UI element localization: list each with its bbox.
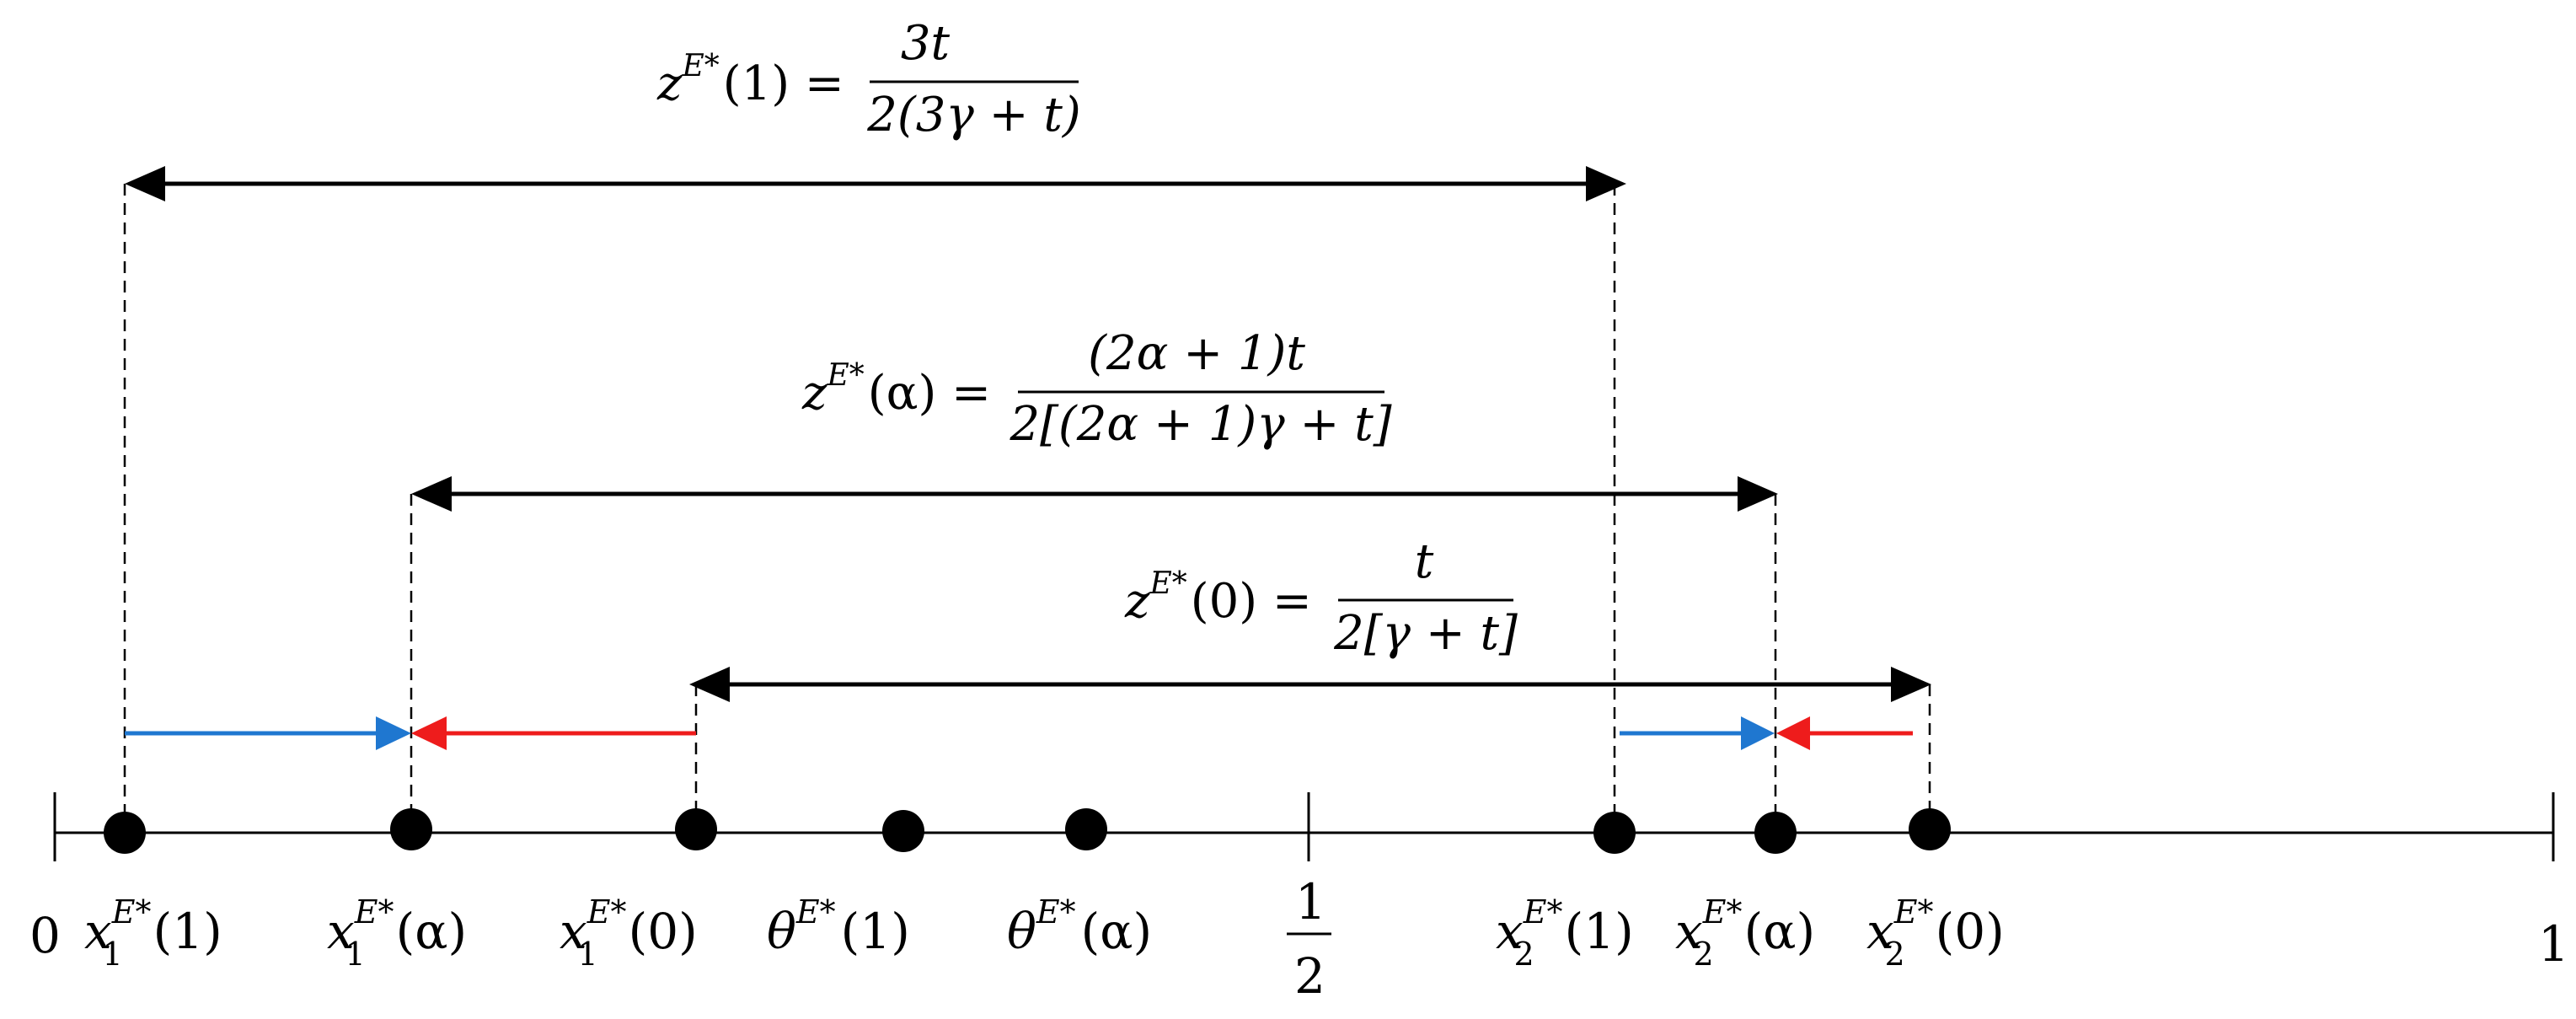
arrowhead-right bbox=[1586, 166, 1626, 201]
label-x2-1: xE*2(1) bbox=[1496, 893, 1634, 973]
red-arrow-right bbox=[1776, 716, 1913, 750]
formula-z1-numerator: 3t bbox=[901, 16, 951, 71]
label-x1-0: xE*1(0) bbox=[560, 893, 698, 973]
formula-z1-denominator: 2(3γ + t) bbox=[866, 88, 1080, 142]
formula-z0-denominator: 2[γ + t] bbox=[1333, 606, 1518, 661]
blue-arrow-left bbox=[125, 716, 411, 750]
arrowhead-left bbox=[689, 667, 730, 702]
formula-z0-lhs: zE*(0) = bbox=[1124, 566, 1312, 629]
label-x2-alpha: xE*2(α) bbox=[1675, 893, 1815, 973]
point-x1-alpha bbox=[390, 808, 432, 850]
label-x1-1: xE*1(1) bbox=[84, 893, 222, 973]
dashed-guides bbox=[123, 184, 1931, 822]
formula-z1-lhs: zE*(1) = bbox=[656, 49, 844, 111]
arrowhead-right bbox=[1891, 667, 1931, 702]
label-half-denominator: 2 bbox=[1294, 947, 1325, 1005]
label-x2-0: xE*2(0) bbox=[1866, 893, 2005, 973]
formula-zalpha-denominator: 2[(2α + 1)γ + t] bbox=[1009, 397, 1391, 452]
arrowhead bbox=[376, 716, 411, 750]
point-labels: xE*1(1) xE*1(α) xE*1(0) θE*(1) θE*(α) xE… bbox=[84, 893, 2005, 973]
formula-z0: zE*(0) = t 2[γ + t] bbox=[1124, 534, 1518, 661]
red-arrow-left bbox=[411, 716, 696, 750]
arrowhead bbox=[1776, 716, 1810, 750]
formula-z0-numerator: t bbox=[1415, 534, 1434, 589]
label-x1-alpha: xE*1(α) bbox=[327, 893, 467, 973]
formula-zalpha-lhs: zE*(α) = bbox=[801, 358, 991, 421]
point-x2-alpha bbox=[1754, 812, 1797, 854]
distance-arrow-alpha bbox=[411, 476, 1778, 512]
blue-arrow-right bbox=[1620, 716, 1775, 750]
formula-zalpha-numerator: (2α + 1)t bbox=[1088, 326, 1305, 381]
point-x2-0 bbox=[1909, 808, 1951, 850]
formula-zalpha: zE*(α) = (2α + 1)t 2[(2α + 1)γ + t] bbox=[801, 326, 1392, 452]
label-one: 1 bbox=[2538, 915, 2569, 973]
formula-z1: zE*(1) = 3t 2(3γ + t) bbox=[656, 16, 1081, 142]
label-half-numerator: 1 bbox=[1295, 873, 1326, 931]
distance-arrow-0 bbox=[689, 667, 1931, 702]
arrowhead bbox=[411, 716, 447, 750]
arrowhead-left bbox=[125, 166, 165, 201]
label-theta-alpha: θE*(α) bbox=[1007, 893, 1152, 960]
label-zero: 0 bbox=[29, 907, 61, 964]
points bbox=[104, 808, 1951, 854]
label-theta-1: θE*(1) bbox=[767, 893, 910, 960]
point-x1-1 bbox=[104, 812, 146, 854]
distance-arrow-1 bbox=[125, 166, 1626, 201]
arrowhead-right bbox=[1738, 476, 1778, 512]
arrowhead bbox=[1741, 716, 1775, 750]
point-theta-1 bbox=[882, 810, 924, 852]
arrowhead-left bbox=[411, 476, 452, 512]
point-x2-1 bbox=[1593, 812, 1636, 854]
point-theta-alpha bbox=[1065, 808, 1107, 850]
point-x1-0 bbox=[675, 808, 717, 850]
